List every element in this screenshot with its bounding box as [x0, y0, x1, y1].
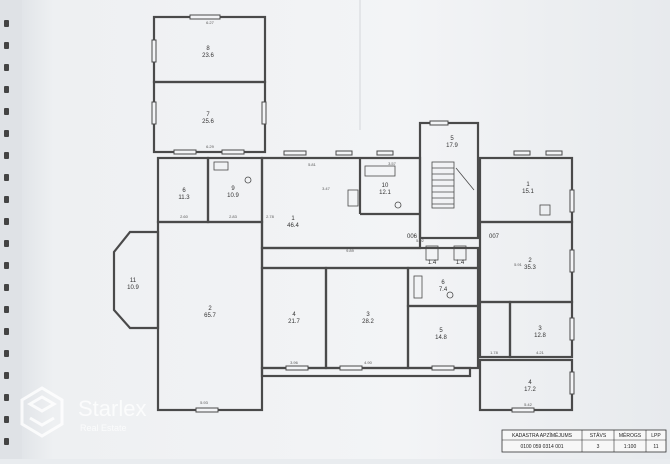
dimension: 4.21	[536, 350, 545, 355]
dimension: 5.42	[524, 402, 533, 407]
title-value-kadastra: 0100 059 0314 001	[520, 444, 563, 450]
dimension: 1.78	[490, 350, 499, 355]
dimension: 2.83	[229, 214, 238, 219]
zone-label: 006	[407, 234, 418, 240]
dimension: 2.78	[266, 214, 275, 219]
dimension: 4.90	[364, 360, 373, 365]
dimension: 5.91	[514, 262, 523, 267]
room-area: 14.8	[435, 335, 447, 341]
room-area: 15.1	[522, 189, 534, 195]
dimension: 9.89	[346, 248, 355, 253]
room-number: 11	[130, 278, 137, 284]
room-number: 5	[439, 328, 443, 334]
room-area: 35.3	[524, 265, 536, 271]
room-number: 9	[231, 186, 235, 192]
title-value-merogs: 1:100	[624, 444, 637, 450]
dimension: 5.93	[200, 400, 209, 405]
watermark-brand: Starlex	[78, 396, 146, 421]
room-area: 12.8	[534, 333, 546, 339]
title-header-kadastra: KADASTRA APZĪMĒJUMS	[512, 432, 573, 439]
watermark: Starlex Real Estate	[20, 386, 146, 438]
room-area: 12.1	[379, 190, 391, 196]
room-area: 17.2	[524, 387, 536, 393]
title-header-stavs: STĀVS	[590, 432, 607, 439]
room-number: 3	[538, 326, 542, 332]
room-area: 17.9	[446, 143, 458, 149]
dimension: 3.57	[388, 161, 397, 166]
stairs	[431, 161, 475, 209]
title-header-lpp: LPP	[651, 433, 661, 439]
dimension: 3.96	[290, 360, 299, 365]
room-number: 7	[206, 112, 210, 118]
room-number: 6	[182, 188, 186, 194]
room-number: 6	[441, 280, 445, 286]
room-area: 25.6	[202, 119, 214, 125]
windows	[151, 14, 575, 413]
room-area: 10.9	[127, 285, 139, 291]
dimension: 5.92	[416, 238, 425, 243]
dimension: 5.81	[308, 162, 317, 167]
small-area: 1.4	[456, 260, 465, 266]
room-number: 1	[526, 182, 530, 188]
fixtures	[213, 161, 551, 299]
dimension: 6.27	[206, 20, 215, 25]
binder-holes	[4, 20, 9, 445]
paper-edge	[0, 0, 22, 459]
room-area: 21.7	[288, 319, 300, 325]
small-area: 1.4	[428, 260, 437, 266]
room-number: 5	[450, 136, 454, 142]
room-area: 23.6	[202, 53, 214, 59]
title-block: KADASTRA APZĪMĒJUMS STĀVS MĒROGS LPP 010…	[501, 429, 667, 453]
title-value-stavs: 3	[597, 444, 600, 450]
title-value-lpp: 11	[653, 444, 658, 450]
room-number: 8	[206, 46, 210, 52]
dimension: 6.29	[206, 144, 215, 149]
watermark-subtitle: Real Estate	[80, 423, 127, 433]
starlex-logo	[20, 386, 64, 438]
room-number: 1	[291, 216, 295, 222]
room-area: 28.2	[362, 319, 374, 325]
room-number: 4	[292, 312, 296, 318]
room-labels: 8 23.6 7 25.6 6 11.3 9 10.9 1 46.4 10 12…	[127, 46, 546, 393]
room-area: 65.7	[204, 313, 216, 319]
zone-label: 007	[489, 234, 500, 240]
dimension-labels: 6.27 6.29 5.81 3.57 3.47 9.89 5.93 4.90 …	[180, 20, 545, 407]
room-area: 11.3	[178, 195, 190, 201]
room-number: 10	[382, 183, 389, 189]
room-area: 7.4	[439, 287, 448, 293]
dimension: 3.47	[322, 186, 331, 191]
room-area: 10.9	[227, 193, 239, 199]
room-number: 4	[528, 380, 532, 386]
room-number: 3	[366, 312, 370, 318]
title-header-merogs: MĒROGS	[619, 432, 642, 439]
room-area: 46.4	[287, 223, 299, 229]
room-number: 2	[208, 306, 212, 312]
room-number: 2	[528, 258, 532, 264]
dimension: 2.60	[180, 214, 189, 219]
